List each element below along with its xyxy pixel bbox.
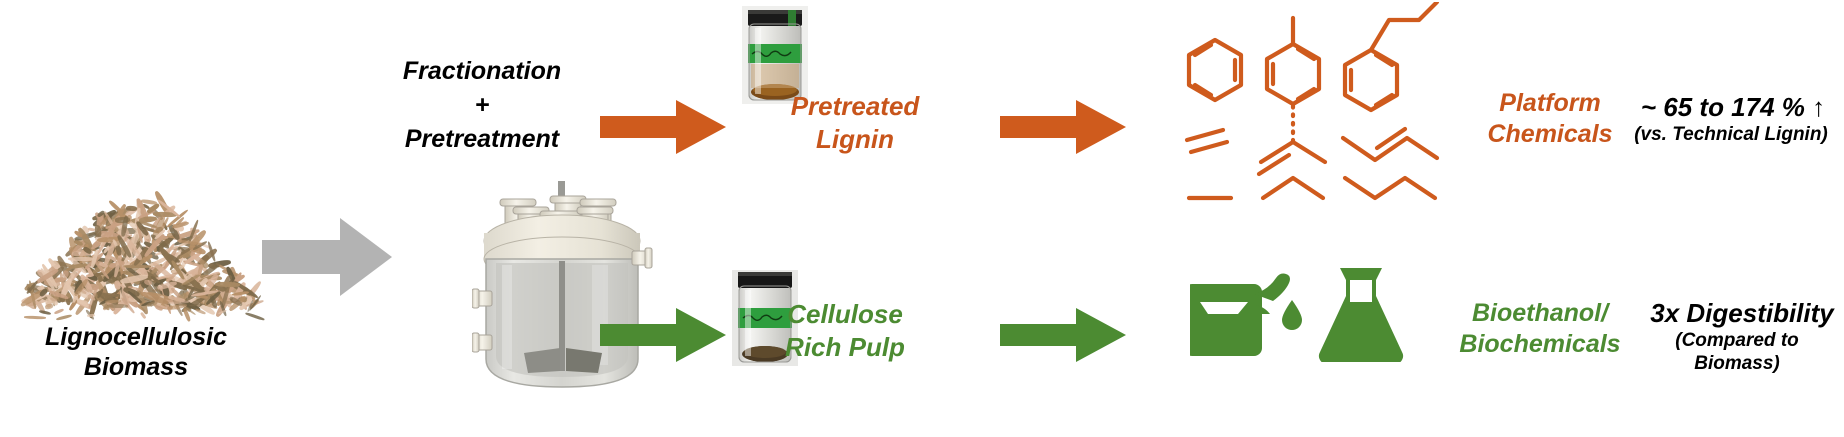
biomass-pile-icon: [8, 188, 266, 322]
orange-arrow-icon-2: [1000, 100, 1126, 154]
stirred-tank-reactor-icon: [471, 163, 662, 395]
cellulose-pulp-label: Cellulose Rich Pulp: [785, 299, 905, 362]
jerrycan-fuel-icon: [1184, 273, 1302, 356]
bioproduct-icons-group: [1184, 262, 1405, 365]
orange-arrow-icon: [600, 100, 726, 154]
bioproducts-label: Bioethanol/ Biochemicals: [1459, 299, 1621, 359]
pretreated-lignin-label: Pretreated Lignin: [790, 91, 920, 154]
cellulose-metric-value: 3x Digestibility: [1650, 298, 1834, 328]
gray-arrow-icon: [262, 218, 392, 296]
process-step-label: Fractionation + Pretreatment: [402, 57, 562, 153]
feedstock-label: Lignocellulosic Biomass: [45, 323, 227, 381]
lignin-metric-value: ~ 65 to 174 % ↑: [1640, 92, 1826, 122]
cellulose-sample-vial-icon: [732, 270, 798, 366]
erlenmeyer-flask-icon: [1318, 268, 1404, 365]
lignin-sample-vial-icon: [742, 6, 808, 104]
green-arrow-icon: [600, 308, 726, 362]
green-arrow-icon-2: [1000, 308, 1126, 362]
platform-chemicals-label: Platform Chemicals: [1487, 89, 1613, 149]
lignin-metric-note: (vs. Technical Lignin): [1634, 124, 1828, 145]
cellulose-metric-note: (Compared to Biomass): [1675, 330, 1799, 374]
platform-chemical-structures-icon: [1175, 2, 1465, 202]
